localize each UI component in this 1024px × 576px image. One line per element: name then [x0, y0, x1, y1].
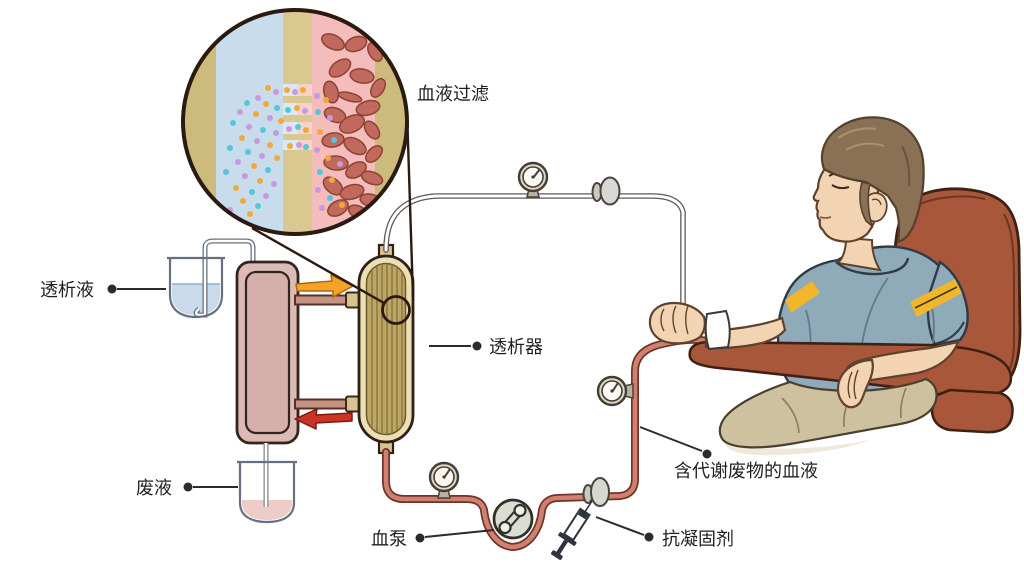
- leader-dot: [472, 341, 482, 351]
- dialysate-machine: [235, 260, 300, 445]
- dialyzer-device: [357, 243, 415, 455]
- pressure-gauge-arterial-top: [517, 161, 549, 198]
- beaker-glass-outline: [168, 258, 224, 319]
- magnifier-inset: [181, 8, 415, 325]
- leader-dot: [415, 533, 425, 543]
- syringe-plunger-cap: [551, 550, 563, 560]
- finger-line: [853, 369, 859, 400]
- leader-waste-blood: [639, 426, 703, 452]
- pump-roller: [498, 520, 512, 535]
- label-anticoagulant: 抗凝固剂: [662, 529, 734, 549]
- syringe-plunger-rod: [556, 539, 568, 555]
- knuckle-line: [660, 308, 665, 332]
- injection-port: [582, 477, 610, 507]
- hair-streak: [901, 145, 911, 187]
- pants-highlight: [724, 440, 870, 456]
- leader-dot: [107, 284, 117, 294]
- dialysate-side: [216, 10, 283, 234]
- patient-neck: [835, 236, 882, 272]
- knuckle-line: [672, 305, 677, 334]
- leader-blood-pump: [424, 529, 495, 538]
- drip-chamber: [591, 176, 621, 206]
- ear-inner: [871, 198, 882, 206]
- hair-streak: [845, 142, 885, 151]
- inflow-connector: [345, 291, 360, 309]
- label-blood-pump: 血泵: [371, 529, 407, 549]
- machine-panel: [244, 270, 291, 435]
- labels: 血液过滤 透析液 透析器 废液 血泵 抗凝固剂 含代谢废物的血液: [40, 84, 818, 549]
- chair-backrest-seam: [1003, 213, 1015, 378]
- waste-liquid: [242, 500, 292, 520]
- patient-pants: [718, 377, 938, 449]
- callout-line: [405, 110, 415, 298]
- dialysate-liquid: [172, 284, 220, 315]
- label-dialysate: 透析液: [40, 280, 94, 300]
- left-fist: [648, 301, 706, 345]
- stripe-fold-line: [914, 286, 958, 309]
- syringe-collar: [577, 509, 589, 520]
- dialysate-lines: [294, 274, 360, 430]
- syringe-flange: [558, 531, 577, 546]
- dialyzer-fibers: [371, 263, 403, 435]
- closed-eye: [831, 184, 850, 190]
- waste-blood-tube: [382, 335, 710, 552]
- pump-roller: [513, 503, 527, 518]
- pressure-gauge-pre-dialyzer: [428, 461, 460, 499]
- patient-scene: [648, 116, 1022, 456]
- sideburn: [859, 181, 874, 229]
- label-waste-blood: 含代谢废物的血液: [674, 461, 818, 481]
- mouth: [819, 216, 832, 219]
- patient-head: [812, 116, 925, 244]
- finger-line: [847, 371, 853, 399]
- callout-line: [251, 226, 385, 305]
- label-dialyzer: 透析器: [489, 337, 543, 357]
- hair-streak: [837, 127, 877, 139]
- waste-unit: [237, 443, 297, 524]
- blood-pump-device: [492, 498, 534, 540]
- wrist-cuff: [704, 309, 731, 351]
- anticoagulant-syringe: [551, 500, 593, 560]
- leader-dot: [644, 532, 654, 542]
- callout-source-circle: [381, 295, 411, 325]
- sleeve-hem: [932, 321, 965, 345]
- right-hand: [836, 358, 874, 409]
- label-waste-fluid: 废液: [136, 478, 172, 498]
- pressure-gauge-venous: [596, 375, 634, 407]
- outflow-arrow: [294, 408, 353, 430]
- leader-dot: [183, 482, 193, 492]
- siphon-tube-core: [194, 239, 255, 317]
- dialyzer-fiber-bundle: [365, 262, 407, 436]
- sleeve-stripe-left: [785, 281, 820, 313]
- waste-beaker-outline: [238, 462, 296, 524]
- leader-dot: [702, 449, 712, 459]
- chair-base: [930, 388, 1014, 434]
- syringe-needle: [583, 500, 593, 514]
- dialysate-unit: [167, 238, 360, 524]
- right-sleeve: [926, 260, 969, 347]
- pants-fold: [899, 387, 907, 419]
- leader-anticoagulant: [595, 516, 645, 536]
- knuckle-line: [685, 305, 689, 335]
- outflow-connector: [345, 395, 360, 413]
- label-blood-filtration: 血液过滤: [417, 84, 489, 104]
- pants-fold: [781, 397, 800, 434]
- inflow-arrow: [295, 274, 354, 298]
- dialysate-beaker: [167, 238, 256, 319]
- solute-dots: [223, 85, 345, 217]
- inset-border: [181, 8, 409, 236]
- shirt-collar: [835, 257, 910, 276]
